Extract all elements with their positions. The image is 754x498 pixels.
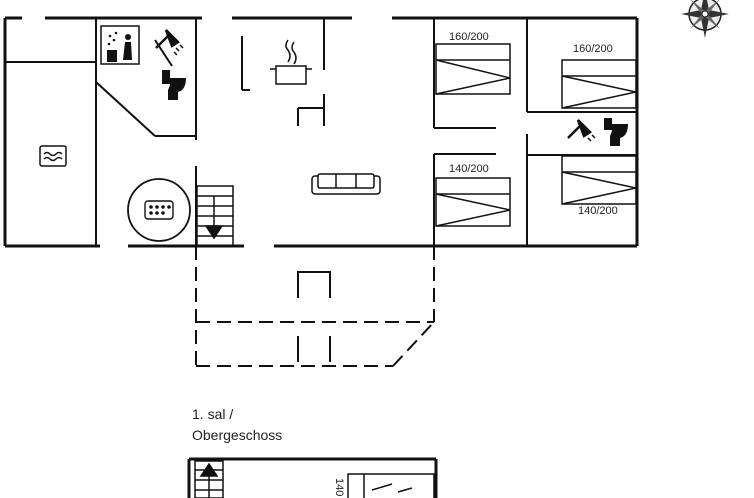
upper-floor-caption-line1: 1. sal / <box>192 406 234 422</box>
bed-160-right <box>561 59 637 109</box>
bed-label-upper-floor: 140 <box>333 478 345 496</box>
cooking-pot-icon <box>270 39 312 85</box>
pool-icon <box>39 145 67 167</box>
bed-label-bottom-right: 140/200 <box>578 205 618 217</box>
outer-walls <box>3 16 639 248</box>
bed-140-left <box>435 177 511 227</box>
sauna-icon <box>100 25 140 65</box>
shower-icon <box>567 119 596 142</box>
upper-floor-caption-line2: Obergeschoss <box>192 427 283 443</box>
stairs-up-icon <box>194 460 224 498</box>
stairs-down-icon <box>196 185 234 247</box>
toilet-icon <box>604 118 628 146</box>
upper-floor-walls <box>187 457 438 498</box>
interior-walls <box>5 18 637 246</box>
bed-label-top-left: 160/200 <box>449 31 489 43</box>
bed-label-top-right: 160/200 <box>573 43 613 55</box>
bed-160-left <box>435 43 511 95</box>
compass-icon <box>681 0 729 38</box>
terrace-outline <box>195 246 435 367</box>
sofa-icon <box>311 173 381 195</box>
bed-label-bottom-left: 140/200 <box>449 163 489 175</box>
shower-icon <box>155 29 184 56</box>
terrace-furniture <box>297 271 331 362</box>
whirlpool-icon <box>127 178 191 242</box>
bed-140-right <box>561 155 637 205</box>
toilet-icon <box>162 70 186 100</box>
bed-upper-floor <box>347 473 435 498</box>
